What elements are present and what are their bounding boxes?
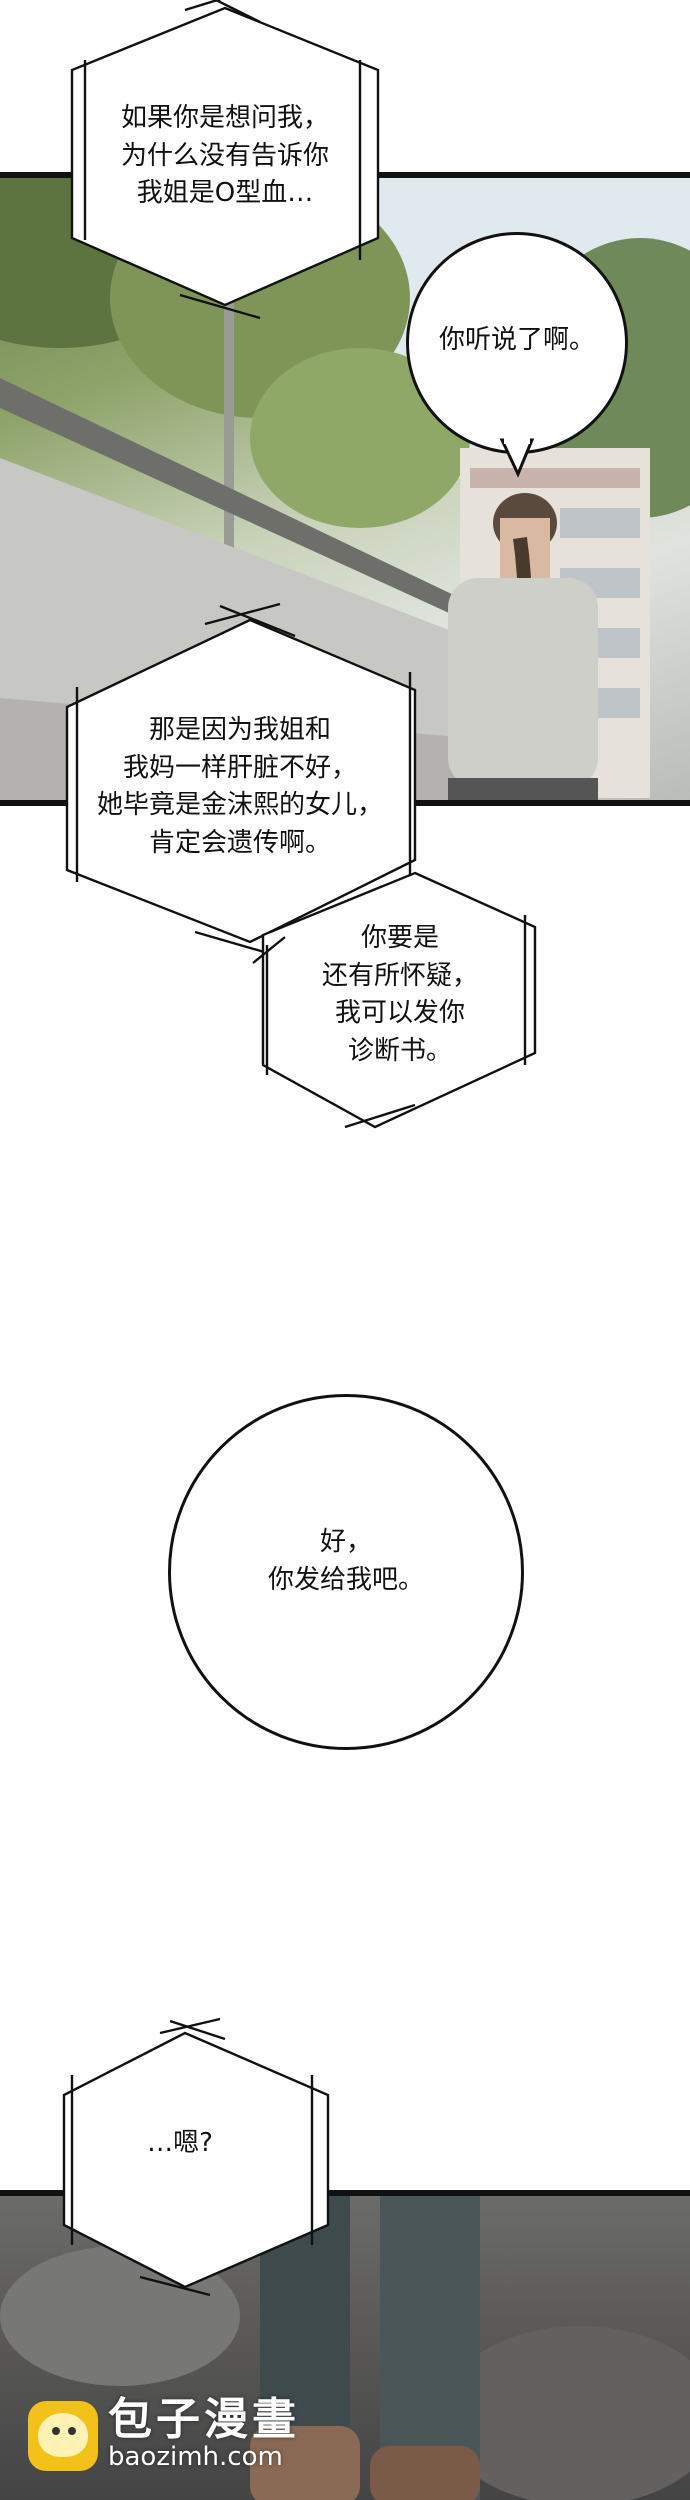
speech-text-6: …嗯? [147, 2128, 213, 2158]
speech-text-5: 好， 你发给我吧。 [267, 1527, 424, 1595]
speech-bubble-hexagon-3 [65, 602, 417, 960]
watermark-title: 包子漫畫 [108, 2394, 300, 2445]
bun-logo-icon [28, 2400, 98, 2471]
speech-bubble-tail [499, 434, 535, 478]
speech-text-2: 你听说了啊。 [438, 325, 595, 355]
speech-text-3: 那是因为我姐和 我妈一样肝脏不好， 她毕竟是金沫熙的女儿， 肯定会遗传啊。 [96, 715, 383, 859]
speech-bubble-hexagon-1 [70, 0, 380, 320]
speech-text-1: 如果你是想问我， 为什么没有告诉你 我姐是O型血… [120, 103, 329, 209]
watermark-url: baozimh.com [108, 2442, 283, 2472]
watermark: 包子漫畫 baozimh.com [28, 2398, 300, 2473]
speech-bubble-round-5 [168, 1394, 524, 1750]
speech-text-4: 你要是 还有所怀疑， 我可以发你 诊断书。 [321, 923, 478, 1067]
speech-bubble-hexagon-6 [62, 2017, 330, 2297]
speech-bubble-round-2 [406, 232, 628, 454]
legs-illustration [0, 2196, 690, 2500]
speech-bubble-hexagon-4 [252, 871, 537, 1129]
